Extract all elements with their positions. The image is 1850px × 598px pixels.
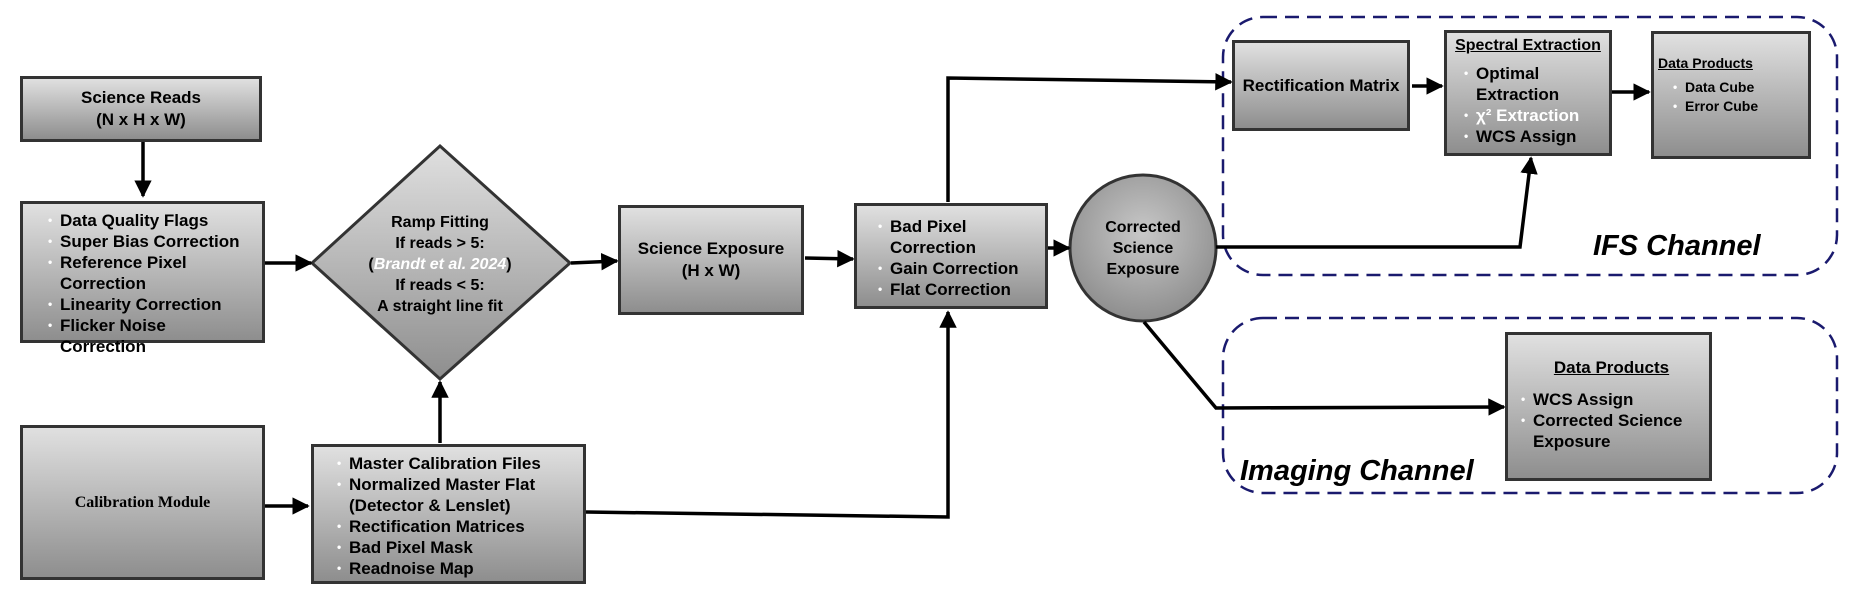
- science-exposure-title: Science Exposure: [637, 239, 785, 258]
- ifs-channel-label: IFS Channel: [1593, 230, 1761, 262]
- ramp-fitting-line2: If reads < 5:: [395, 277, 485, 294]
- corrected-exposure-text: Corrected Science Exposure: [1083, 217, 1203, 280]
- imaging-channel-group: [1221, 316, 1839, 495]
- imaging-data-products-title: Data Products: [1553, 358, 1670, 377]
- rectification-matrix-box: Rectification Matrix: [1232, 40, 1410, 131]
- calibration-module-title: Calibration Module: [74, 493, 211, 511]
- ramp-fitting-text: Ramp Fitting If reads > 5: (Brandt et al…: [340, 212, 540, 317]
- list-item: Reference Pixel Correction: [47, 252, 256, 294]
- calibration-module-box: Calibration Module: [20, 425, 265, 580]
- ramp-fitting-title: Ramp Fitting: [391, 214, 489, 231]
- ramp-fitting-line1: If reads > 5:: [395, 235, 485, 252]
- list-item: Super Bias Correction: [47, 231, 256, 252]
- list-item: Data Quality Flags: [47, 210, 256, 231]
- citation-text: Brandt et al. 2024: [373, 256, 507, 273]
- corrected-exposure-line1: Corrected: [1105, 219, 1181, 236]
- corrected-exposure-line2: Science: [1112, 240, 1174, 257]
- arrow-circle-to-imaging-products: [1142, 320, 1506, 416]
- list-item: Rectification Matrices: [336, 516, 577, 537]
- spectral-extraction-title: Spectral Extraction: [1455, 37, 1601, 54]
- list-item: Flat Correction: [877, 279, 1039, 300]
- preprocessing-box: Data Quality Flags Super Bias Correction…: [20, 201, 265, 356]
- spectral-extraction-box: Spectral Extraction Optimal Extraction χ…: [1444, 30, 1612, 156]
- imaging-data-products-box: Data Products WCS Assign Corrected Scien…: [1505, 332, 1712, 481]
- science-reads-box: Science Reads (N x H x W): [20, 76, 262, 142]
- science-reads-title: Science Reads: [80, 88, 201, 107]
- preprocessing-list: Data Quality Flags Super Bias Correction…: [47, 210, 256, 357]
- list-item: Readnoise Map: [336, 558, 577, 579]
- ifs-channel-group: [1221, 15, 1839, 277]
- science-exposure-box: Science Exposure (H x W): [618, 205, 804, 315]
- imaging-channel-label: Imaging Channel: [1240, 455, 1474, 487]
- ifs-data-products-title: Data Products: [1658, 55, 1753, 71]
- ramp-fitting-citation: (Brandt et al. 2024): [368, 256, 512, 273]
- list-item: Corrected Science Exposure: [1520, 410, 1703, 452]
- list-item: Data Cube: [1672, 78, 1804, 97]
- list-item: Gain Correction: [877, 258, 1039, 279]
- list-item: Bad Pixel Correction: [877, 216, 1039, 258]
- list-item: Error Cube: [1672, 97, 1804, 116]
- ifs-data-products-list: Data Cube Error Cube: [1672, 78, 1804, 116]
- list-item: Flicker Noise Correction: [47, 315, 256, 357]
- list-item: Normalized Master Flat (Detector & Lensl…: [336, 474, 577, 516]
- list-item: WCS Assign: [1463, 126, 1605, 147]
- detector-corrections-list: Bad Pixel Correction Gain Correction Fla…: [877, 216, 1039, 300]
- science-reads-dims: (N x H x W): [96, 110, 186, 129]
- arrow-ramp-to-exposure: [570, 252, 619, 271]
- arrow-files-to-corrections: [585, 310, 957, 519]
- detector-corrections-box: Bad Pixel Correction Gain Correction Fla…: [854, 203, 1048, 309]
- science-exposure-dims: (H x W): [681, 261, 741, 280]
- ifs-data-products-box: Data Products Data Cube Error Cube: [1651, 31, 1811, 159]
- arrow-circle-to-spectral: [1216, 156, 1538, 249]
- list-item: Linearity Correction: [47, 294, 256, 315]
- calibration-files-list: Master Calibration Files Normalized Mast…: [336, 453, 577, 579]
- ramp-fitting-diamond: [309, 143, 573, 382]
- calibration-files-box: Master Calibration Files Normalized Mast…: [311, 444, 586, 584]
- ramp-fitting-line3: A straight line fit: [377, 298, 503, 315]
- list-item: WCS Assign: [1520, 389, 1703, 410]
- spectral-extraction-list: Optimal Extraction χ² Extraction WCS Ass…: [1463, 63, 1605, 147]
- list-item: Master Calibration Files: [336, 453, 577, 474]
- list-item: Bad Pixel Mask: [336, 537, 577, 558]
- rectification-matrix-label: Rectification Matrix: [1242, 75, 1400, 95]
- imaging-data-products-list: WCS Assign Corrected Science Exposure: [1520, 389, 1703, 452]
- arrow-exposure-to-corrections: [804, 249, 855, 268]
- list-item: χ² Extraction: [1463, 105, 1605, 126]
- arrow-corrections-to-rectification: [946, 73, 1233, 202]
- corrected-exposure-line3: Exposure: [1106, 261, 1180, 278]
- list-item: Optimal Extraction: [1463, 63, 1605, 105]
